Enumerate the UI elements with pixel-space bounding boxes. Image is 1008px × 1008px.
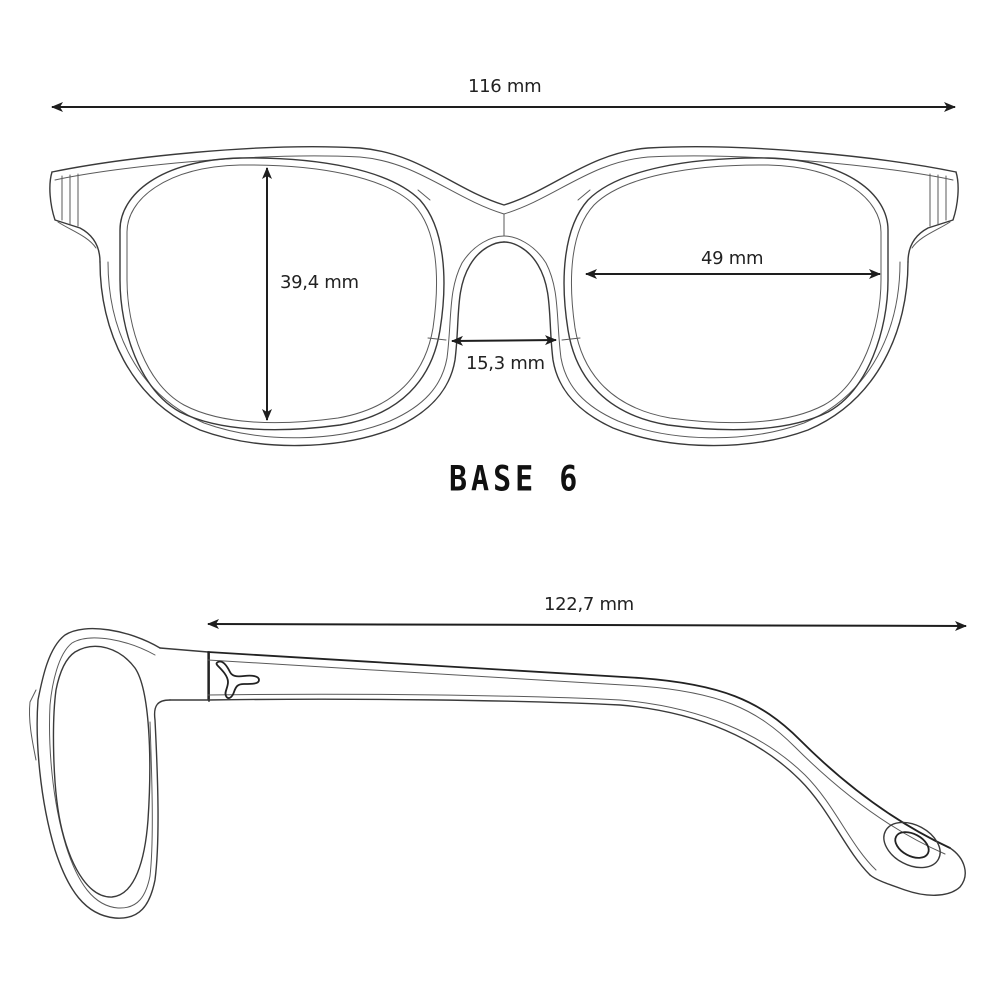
temple-arm-bottom	[207, 698, 871, 876]
side-rim-outer	[36, 627, 171, 919]
lens-width-label: 49 mm	[699, 248, 766, 269]
front-view	[49, 102, 959, 447]
temple-tip	[869, 847, 966, 896]
temple-tip-insert	[883, 821, 941, 869]
temple-length-dimension-line	[207, 619, 967, 631]
y-logo-icon	[215, 660, 260, 699]
side-lens	[52, 645, 151, 898]
bridge-width-label: 15,3 mm	[464, 353, 547, 374]
right-hinge	[907, 171, 959, 263]
left-rim-outer	[99, 241, 505, 447]
left-hinge	[49, 171, 101, 263]
bridge-width-dimension-line	[451, 335, 557, 346]
base-curve-label: BASE 6	[449, 459, 582, 500]
left-lens	[119, 157, 445, 431]
right-lens	[563, 157, 889, 431]
temple-length-label: 122,7 mm	[542, 594, 636, 615]
temple-arm-top	[207, 651, 951, 849]
lens-height-label: 39,4 mm	[278, 272, 361, 293]
side-view	[29, 619, 967, 919]
right-rim-outer	[503, 241, 909, 447]
frame-top-outline	[51, 146, 957, 206]
overall-width-label: 116 mm	[466, 76, 544, 97]
